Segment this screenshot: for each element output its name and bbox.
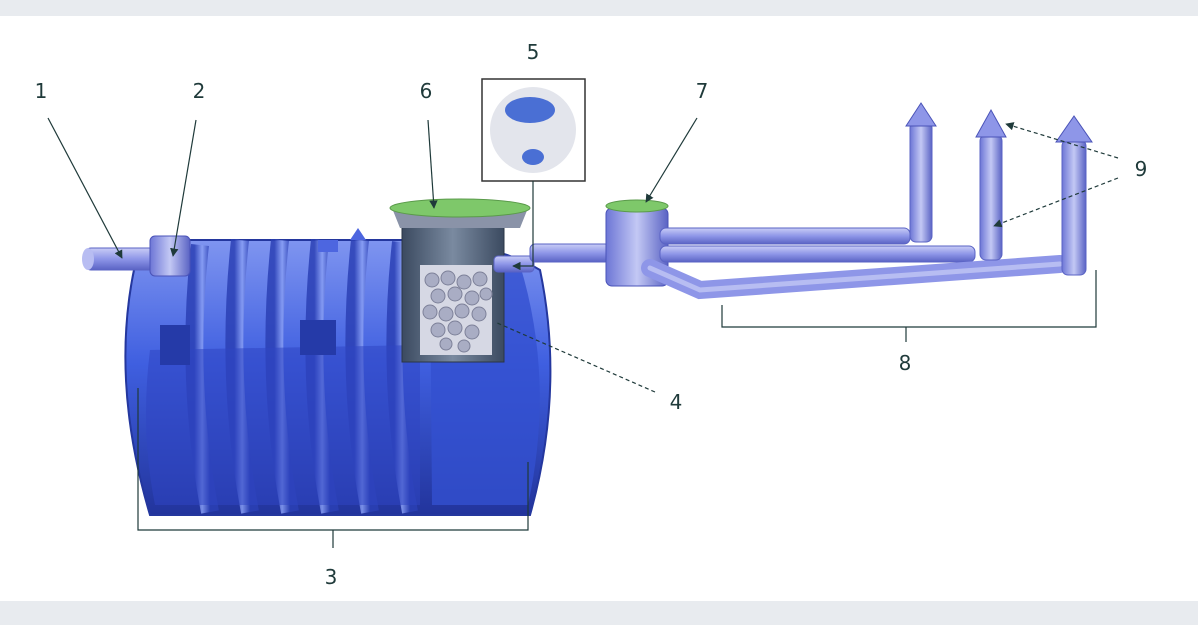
distribution-system bbox=[529, 102, 1093, 300]
inset-upper-opening bbox=[505, 97, 555, 123]
inlet-tee bbox=[149, 235, 191, 277]
leader-2 bbox=[170, 119, 197, 257]
drain-pipe-2 bbox=[659, 245, 976, 263]
leader-5 bbox=[512, 181, 534, 271]
tank-baffle-2 bbox=[160, 325, 190, 365]
vent-cap-1 bbox=[905, 102, 937, 127]
inset-section-view bbox=[481, 78, 586, 182]
drain-pipe-1 bbox=[659, 227, 911, 245]
callout-6: 6 bbox=[419, 79, 433, 103]
filter-media-stones bbox=[422, 270, 493, 353]
leader-1 bbox=[47, 117, 123, 259]
distribution-box-lid bbox=[605, 199, 669, 213]
filter-lid bbox=[389, 198, 531, 218]
vent-riser-3 bbox=[1061, 139, 1087, 276]
inlet-pipe-end bbox=[82, 248, 94, 270]
callout-7: 7 bbox=[695, 79, 709, 103]
inset-lower-opening bbox=[522, 149, 544, 165]
callout-2: 2 bbox=[192, 79, 206, 103]
tank-outlet-pipe bbox=[493, 255, 535, 273]
tank-bump bbox=[318, 240, 338, 252]
callout-4: 4 bbox=[669, 390, 683, 414]
leader-lines bbox=[47, 117, 1119, 548]
leader-9b bbox=[993, 177, 1119, 228]
leader-4 bbox=[494, 321, 656, 393]
vent-cap-2 bbox=[975, 108, 1007, 138]
callout-9: 9 bbox=[1134, 157, 1148, 181]
vent-riser-1 bbox=[909, 121, 933, 243]
tank-bump bbox=[350, 228, 366, 240]
tank-cutaway-interior bbox=[146, 345, 420, 505]
filter-column bbox=[389, 198, 535, 363]
callout-1: 1 bbox=[34, 79, 48, 103]
leader-7 bbox=[645, 117, 698, 203]
inlet-pipe bbox=[84, 247, 156, 271]
callout-3: 3 bbox=[324, 565, 338, 589]
leader-6 bbox=[427, 119, 438, 209]
vent-cap-3 bbox=[1055, 115, 1093, 143]
tank-baffle-1 bbox=[300, 320, 336, 355]
vent-riser-2 bbox=[979, 134, 1003, 261]
outlet-pipe bbox=[529, 243, 611, 263]
bracket-8 bbox=[721, 270, 1097, 328]
callout-8: 8 bbox=[898, 351, 912, 375]
leader-9a bbox=[1005, 122, 1119, 159]
callout-5: 5 bbox=[526, 40, 540, 64]
